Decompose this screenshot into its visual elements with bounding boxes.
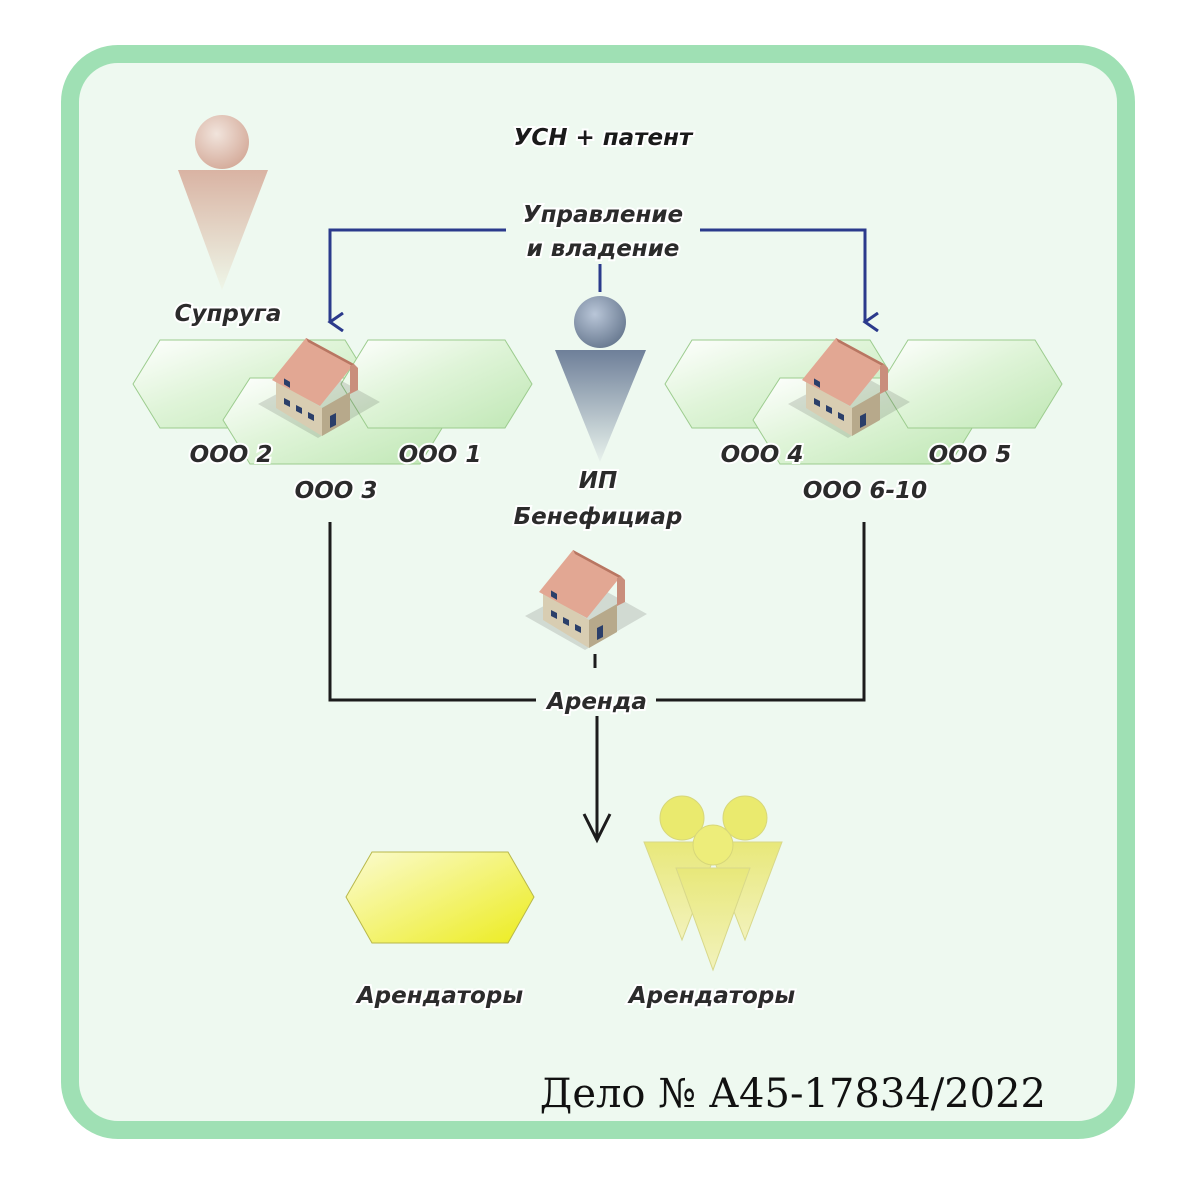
tenants-group-icon: [643, 795, 783, 972]
beneficiary-label-line1: ИП: [579, 468, 618, 494]
left-ooo-a-label: ООО 2: [190, 442, 273, 468]
management-label-line1: Управление: [523, 202, 683, 228]
left-hex-front: [340, 339, 533, 429]
right-ooo-a-label: ООО 4: [721, 442, 804, 468]
right-company-group: [664, 338, 1063, 465]
beneficiary-person-icon: [555, 296, 646, 462]
right-ooo-c-label: ООО 6-10: [803, 478, 927, 504]
rent-label: Аренда: [545, 689, 647, 715]
tenants-right-label: Арендаторы: [627, 983, 795, 1009]
spouse-person-icon: [178, 115, 268, 290]
rent-connector: [328, 522, 866, 844]
left-company-group: [132, 338, 533, 465]
spouse-label: Супруга: [175, 301, 282, 327]
management-label-line2: и владение: [527, 236, 680, 262]
management-arrows: [330, 228, 865, 322]
right-ooo-b-label: ООО 5: [929, 442, 1012, 468]
scheme-title: УСН + патент: [514, 125, 694, 151]
case-number: Дело № А45-17834/2022: [540, 1071, 1046, 1117]
left-ooo-c-label: ООО 3: [295, 478, 378, 504]
tenants-left-label: Арендаторы: [355, 983, 523, 1009]
right-hex-front: [880, 339, 1063, 429]
tenants-hexagon: [345, 851, 535, 944]
beneficiary-label-line2: Бенефициар: [514, 504, 683, 530]
left-ooo-b-label: ООО 1: [399, 442, 482, 468]
